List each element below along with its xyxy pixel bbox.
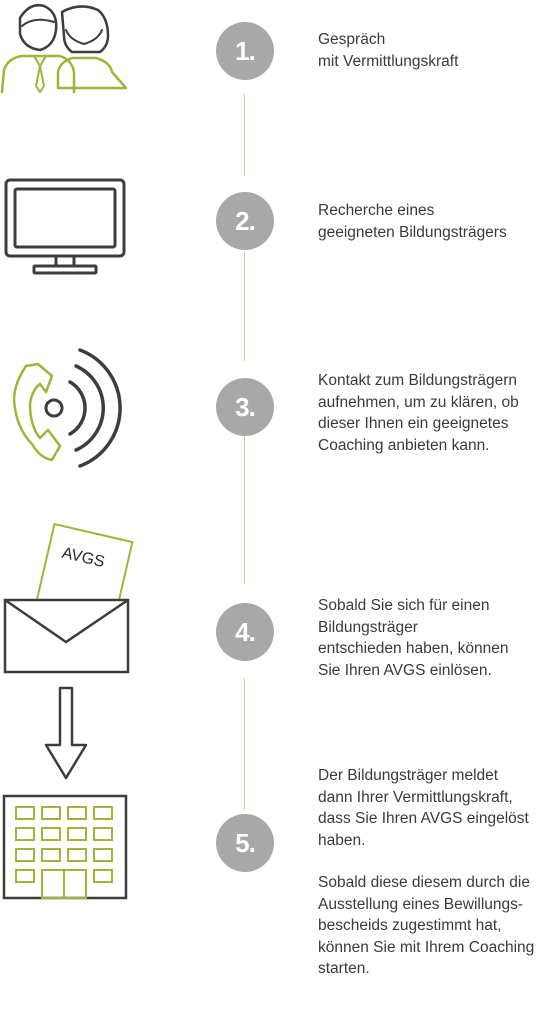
arrow-down-icon (44, 686, 88, 780)
phone-icon (12, 348, 122, 468)
connector-line (244, 434, 245, 584)
step-number-2: 2. (216, 192, 274, 250)
step-5-description: Der Bildungsträger meldet dann Ihrer Ver… (318, 767, 529, 849)
step-5-followup: Sobald diese diesem durch die Ausstellun… (318, 874, 535, 977)
connector-line (244, 251, 245, 361)
step-1-text: Gespräch mit Vermittlungskraft (318, 29, 553, 72)
building-icon (2, 794, 128, 900)
step-4-text: Sobald Sie sich für einen Bildungsträger… (318, 595, 553, 681)
step-1-description: Gespräch mit Vermittlungskraft (318, 31, 459, 70)
connector-line (244, 678, 245, 810)
monitor-icon (4, 178, 126, 275)
step-number-1: 1. (216, 22, 274, 80)
step-2-text: Recherche eines geeigneten Bildungsträge… (318, 200, 553, 243)
step-2-description: Recherche eines geeigneten Bildungsträge… (318, 202, 507, 241)
voucher-envelope-icon: AVGS (3, 522, 134, 674)
people-icon (0, 4, 128, 94)
step-3-description: Kontakt zum Bildungsträgern aufnehmen, u… (318, 372, 519, 454)
step-5-text: Der Bildungsträger meldet dann Ihrer Ver… (318, 765, 553, 980)
step-number-5: 5. (216, 814, 274, 872)
step-4-description: Sobald Sie sich für einen Bildungsträger… (318, 597, 509, 679)
step-number-4: 4. (216, 603, 274, 661)
step-3-text: Kontakt zum Bildungsträgern aufnehmen, u… (318, 370, 553, 456)
connector-line (244, 94, 245, 176)
step-number-3: 3. (216, 378, 274, 436)
